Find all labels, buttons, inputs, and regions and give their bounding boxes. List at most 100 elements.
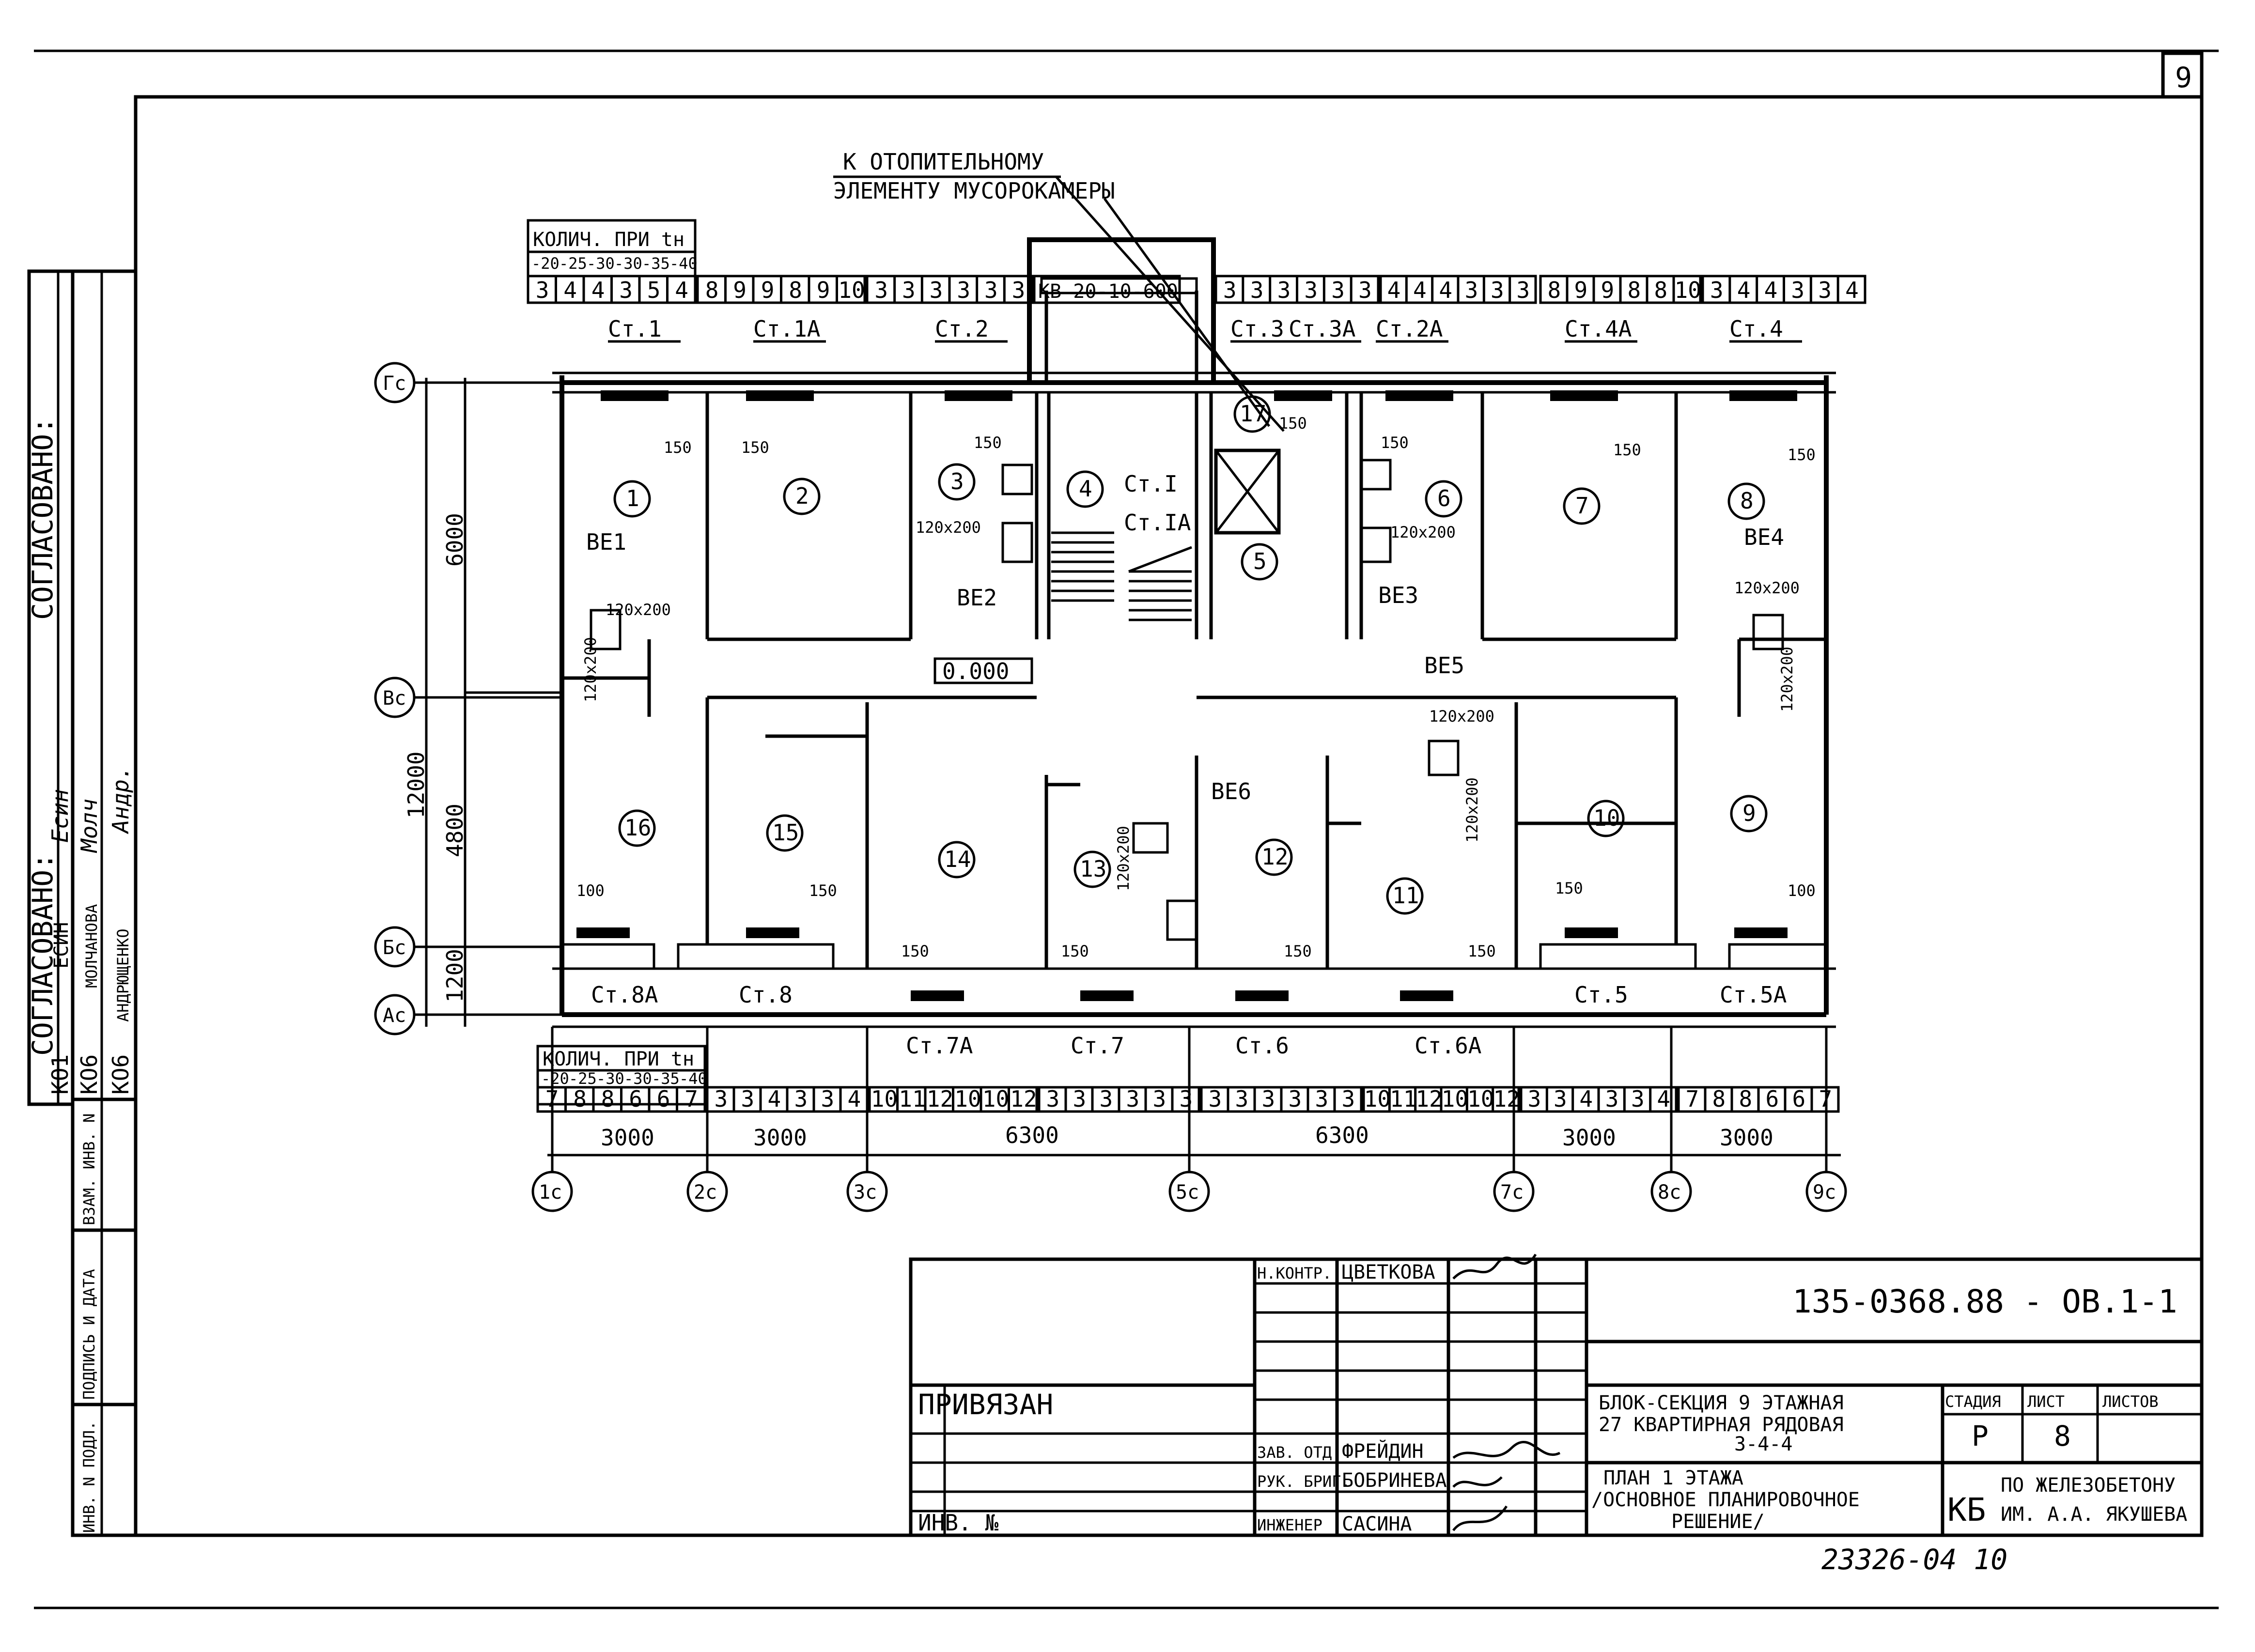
dim-h-4: 6300 xyxy=(1315,1122,1369,1148)
quantity-cell: 4 xyxy=(675,277,688,303)
quantity-cell: 3 xyxy=(1710,277,1724,303)
vent-be2: ВЕ2 xyxy=(957,585,997,611)
radiator-label-top: Ст.4А xyxy=(1565,316,1632,342)
building-title-3: 3-4-4 xyxy=(1734,1433,1792,1455)
quantity-cell: 3 xyxy=(1818,277,1832,303)
temp-cell: -25 xyxy=(559,254,587,273)
room-marker xyxy=(938,841,976,879)
role-zav: ЗАВ. ОТД. xyxy=(1257,1443,1341,1462)
building-title-2: 27 КВАРТИРНАЯ РЯДОВАЯ xyxy=(1599,1414,1844,1436)
radiator-label-bottom: Ст.7 xyxy=(1071,1033,1124,1059)
quantity-cell: 8 xyxy=(1628,277,1641,303)
stage-label: СТАДИЯ xyxy=(1945,1392,2001,1411)
stair-diagonal xyxy=(1128,546,1192,573)
dim-1200: 1200 xyxy=(442,949,468,1003)
quantity-cell: 3 xyxy=(1046,1086,1060,1112)
radiator-label-bottom: Ст.7А xyxy=(906,1033,973,1059)
temp-cell: -30 xyxy=(596,1069,624,1088)
approval-header: СОГЛАСОВАНО: xyxy=(26,853,59,1056)
quantity-cell: 3 xyxy=(1342,1086,1355,1112)
room-marker xyxy=(1255,838,1293,876)
quantity-cell: 4 xyxy=(1439,277,1452,303)
quantity-cell: 3 xyxy=(1289,1086,1302,1112)
temp-cell: -35 xyxy=(652,1069,680,1088)
quantity-cell: 3 xyxy=(1250,277,1264,303)
quantity-cell: 3 xyxy=(984,277,998,303)
room-number: 10 xyxy=(1593,805,1620,831)
name-freidin: ФРЕЙДИН xyxy=(1342,1439,1424,1463)
offset-dim: 150 xyxy=(1613,441,1641,459)
radiator-bottom xyxy=(1235,990,1289,1001)
room-marker xyxy=(1425,480,1462,518)
sheet-number: 9 xyxy=(2175,61,2192,94)
pipe-note: К ОТОПИТЕЛЬНОМУ ЭЛЕМЕНТУ МУСОРОКАМЕРЫ xyxy=(833,149,1285,432)
room-number: 11 xyxy=(1392,882,1419,909)
bottom-table-temps: -20-25-30-30-35-40 xyxy=(541,1069,707,1088)
quantity-cell: 10 xyxy=(1467,1086,1494,1112)
dim-h-6: 3000 xyxy=(1720,1125,1773,1151)
quantity-cell: 10 xyxy=(1675,277,1701,303)
approval-sign-1: Есин xyxy=(47,789,73,843)
room-marker xyxy=(1730,795,1768,833)
name-tsvetkova: ЦВЕТКОВА xyxy=(1342,1261,1435,1283)
approval-sign-2: Молч xyxy=(76,799,102,853)
axis-label-vertical: Вс xyxy=(383,687,406,710)
vent-labels: ВЕ1 ВЕ2 ВЕ3 ВЕ4 ВЕ5 ВЕ6 120х200 120х200 … xyxy=(581,518,1800,891)
inv-label: ИНВ. № xyxy=(918,1510,998,1536)
vent-size-4: 120х200 xyxy=(1734,579,1800,597)
floor-plan: 0.000 xyxy=(552,237,1836,1028)
approval-code-2: КО6 xyxy=(76,1054,102,1095)
offset-dim: 150 xyxy=(1555,879,1583,897)
quantity-cell: 3 xyxy=(1223,277,1237,303)
quantity-cell: 3 xyxy=(1180,1086,1193,1112)
axis-label-horizontal: 2с xyxy=(694,1181,717,1204)
room-number: 2 xyxy=(795,483,809,509)
quantity-cell: КВ 20-10-600 xyxy=(1038,280,1178,303)
quantity-cell: 3 xyxy=(1528,1086,1541,1112)
quantity-cell: 9 xyxy=(1601,277,1615,303)
dim-h-2: 3000 xyxy=(753,1125,807,1151)
pipe-note-line-1: К ОТОПИТЕЛЬНОМУ xyxy=(843,149,1044,175)
axis-label-horizontal: 9с xyxy=(1813,1181,1836,1204)
quantity-cell: 10 xyxy=(954,1086,981,1112)
room-number: 1 xyxy=(626,485,639,511)
sheet-title-3: РЕШЕНИЕ/ xyxy=(1671,1511,1765,1533)
quantity-cell: 3 xyxy=(1491,277,1504,303)
title-block: 135-0368.88 - ОВ.1-1 ПРИВЯЗАН ИНВ. № Н.К… xyxy=(909,1253,2204,1576)
document-code: 135-0368.88 - ОВ.1-1 xyxy=(1792,1283,2177,1320)
room-number: 7 xyxy=(1575,493,1589,519)
role-ruk: РУК. БРИГ. xyxy=(1257,1472,1351,1491)
room-number: 16 xyxy=(624,815,651,841)
offset-dim: 150 xyxy=(1061,942,1089,960)
quantity-cell: 3 xyxy=(874,277,888,303)
room-number: 13 xyxy=(1080,856,1106,882)
quantity-cell: 3 xyxy=(1012,277,1026,303)
quantity-cell: 11 xyxy=(1390,1086,1416,1112)
quantity-cell: 3 xyxy=(821,1086,835,1112)
axis-label-vertical: Гс xyxy=(383,372,406,395)
radiator-top xyxy=(1550,390,1618,401)
quantity-cell: 4 xyxy=(1737,277,1751,303)
offset-dim: 150 xyxy=(741,438,769,457)
quantity-cell: 10 xyxy=(871,1086,898,1112)
axis-label-horizontal: 5с xyxy=(1176,1181,1199,1204)
temp-cell: -30 xyxy=(587,254,615,273)
radiator-label-bottom: Ст.8 xyxy=(739,982,793,1008)
temp-cell: -20 xyxy=(531,254,560,273)
room-number: 5 xyxy=(1253,548,1267,574)
radiator-label-bottom: Ст.8А xyxy=(591,982,658,1008)
signature-scribble-3 xyxy=(1452,1476,1503,1488)
quantity-cell: 12 xyxy=(927,1086,953,1112)
radiator-label-top: Ст.4 xyxy=(1729,316,1783,342)
quantity-cell: 12 xyxy=(1010,1086,1037,1112)
temp-cell: -35 xyxy=(642,254,670,273)
vent-size-3: 120х200 xyxy=(1390,523,1456,541)
offset-dim: 150 xyxy=(664,438,692,457)
offset-dim: 150 xyxy=(974,433,1002,452)
archive-number: 23326-04 10 xyxy=(1821,1543,2007,1576)
name-sasina: САСИНА xyxy=(1342,1513,1412,1535)
